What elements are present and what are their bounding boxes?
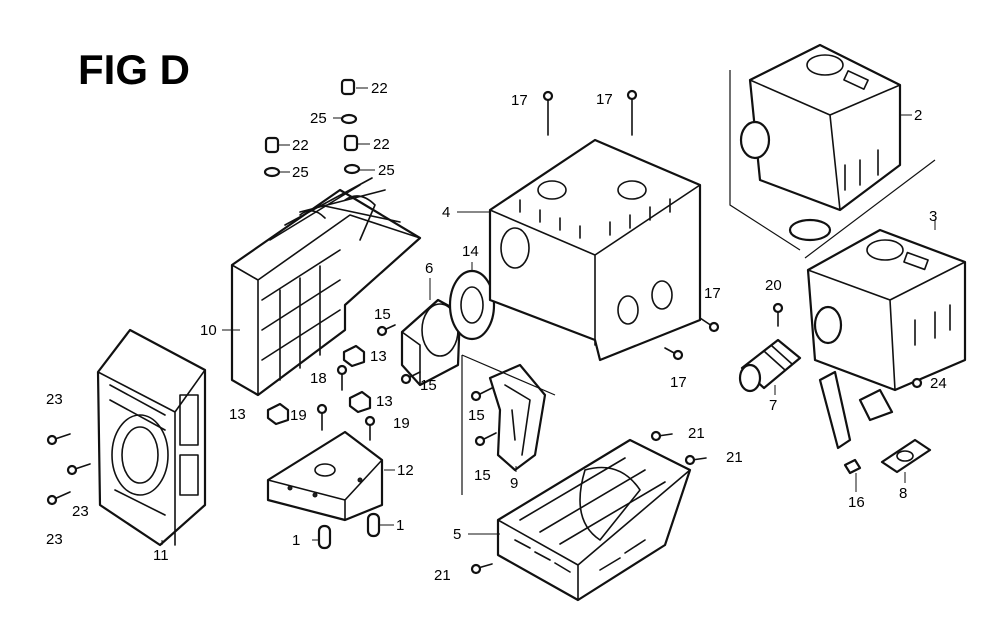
callout-23b: 23 [72,503,89,520]
part-3-muffler [806,228,967,392]
callout-22c: 22 [373,136,390,153]
callout-13c: 13 [376,393,393,410]
part-1-pins [317,512,381,550]
callout-13a: 13 [370,348,387,365]
callout-25b: 25 [292,164,309,181]
part-7-tailpipe [738,338,802,393]
callout-15d: 15 [474,467,491,484]
callout-3: 3 [929,208,937,225]
callout-labels: 1 1 2 3 4 5 6 7 8 9 10 11 12 13 13 13 14… [46,80,947,584]
part-5-tray [496,438,692,602]
callout-21a: 21 [688,425,705,442]
part-2-inset-frame [729,70,936,259]
callout-22a: 22 [371,80,388,97]
callout-17d: 17 [670,374,687,391]
callout-22b: 22 [292,137,309,154]
callout-2: 2 [914,107,922,124]
callout-10: 10 [200,322,217,339]
part-4-muffler-body [488,138,702,362]
leader-lines [161,87,936,545]
figure-title: FIG D [78,46,190,93]
callout-1a: 1 [292,532,300,549]
callout-17b: 17 [596,91,613,108]
callout-13b: 13 [229,406,246,423]
callout-6: 6 [425,260,433,277]
part-9-inset-frame [461,354,556,495]
callout-17c: 17 [704,285,721,302]
callout-4: 4 [442,204,450,221]
fasteners [46,78,923,575]
part-9-shield [488,363,547,472]
callout-19b: 19 [393,415,410,432]
callout-21b: 21 [726,449,743,466]
callout-5: 5 [453,526,461,543]
callout-9: 9 [510,475,518,492]
callout-12: 12 [397,462,414,479]
callout-18: 18 [310,370,327,387]
part-10-frame [230,177,422,397]
callout-11: 11 [153,547,169,564]
part-12-plate [266,430,384,522]
callout-14: 14 [462,243,479,260]
callout-25a: 25 [310,110,327,127]
part-8-gasket [818,370,932,474]
callout-16: 16 [848,494,865,511]
part-11-bracket [96,328,207,547]
callout-23a: 23 [46,391,63,408]
callout-23c: 23 [46,531,63,548]
callout-15b: 15 [420,377,437,394]
callout-25c: 25 [378,162,395,179]
callout-19a: 19 [290,407,307,424]
callout-17a: 17 [511,92,528,109]
part-14-gasket [448,269,496,341]
callout-24: 24 [930,375,947,392]
callout-8: 8 [899,485,907,502]
callout-7: 7 [769,397,777,414]
callout-1b: 1 [396,517,404,534]
callout-20: 20 [765,277,782,294]
callout-15a: 15 [374,306,391,323]
part-2-muffler [739,43,902,242]
callout-15c: 15 [468,407,485,424]
callout-21c: 21 [434,567,451,584]
